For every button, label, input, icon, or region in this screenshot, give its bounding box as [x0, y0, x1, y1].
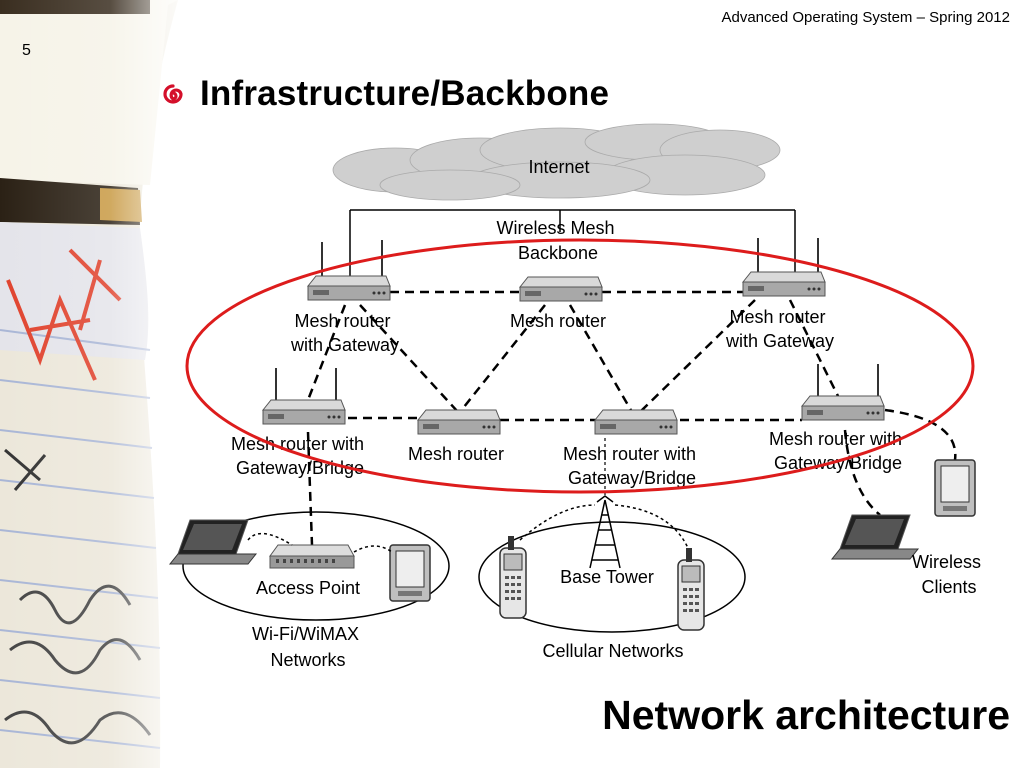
router-bottom-2 [417, 409, 501, 435]
label-router-bottom-2: Mesh router [408, 444, 504, 464]
internet-label: Internet [528, 157, 589, 177]
client-pda-icon [934, 459, 976, 517]
wifi-network-ellipse [182, 511, 450, 621]
router-top-middle [519, 276, 603, 302]
backbone-label: Wireless Mesh Backbone [496, 218, 619, 263]
background-photo-strip [0, 0, 200, 768]
footer-title: Network architecture [602, 692, 1010, 738]
swirl-bullet-icon [163, 84, 183, 104]
access-point-label: Access Point [256, 578, 360, 598]
base-tower-label: Base Tower [560, 567, 654, 587]
router-bottom-3 [594, 409, 678, 435]
client-laptop-icon [831, 514, 919, 560]
mesh-links [306, 290, 957, 546]
label-router-top-middle: Mesh router [510, 311, 606, 331]
wifi-network-label: Wi-Fi/WiMAX Networks [252, 624, 364, 670]
heading-text: Infrastructure/Backbone [200, 74, 610, 113]
cellular-network-label: Cellular Networks [542, 641, 683, 661]
router-bottom-1 [262, 368, 346, 425]
backbone-highlight-ellipse [185, 238, 975, 494]
base-tower-icon [589, 495, 621, 569]
cell-phone-left-icon [499, 535, 527, 619]
access-point-icon [269, 544, 355, 569]
laptop-icon [169, 519, 257, 565]
router-bottom-4 [801, 364, 885, 421]
label-router-bottom-3: Mesh router with Gateway/Bridge [563, 444, 701, 488]
label-router-top-right: Mesh router with Gateway [725, 307, 834, 351]
slide-heading: Infrastructure/Backbone [162, 74, 609, 114]
label-router-bottom-1: Mesh router with Gateway/Bridge [231, 434, 369, 478]
router-top-right [742, 238, 826, 297]
course-title: Advanced Operating System – Spring 2012 [721, 9, 1010, 26]
label-router-bottom-4: Mesh router with Gateway/Bridge [769, 429, 907, 473]
pda-icon [389, 544, 431, 602]
cell-phone-right-icon [677, 547, 705, 631]
page-number: 5 [22, 42, 31, 59]
cellular-network-ellipse [478, 521, 746, 633]
label-router-top-left: Mesh router with Gateway [290, 311, 399, 355]
internet-cloud [332, 123, 781, 201]
wireless-clients-label: Wireless Clients [912, 552, 986, 597]
